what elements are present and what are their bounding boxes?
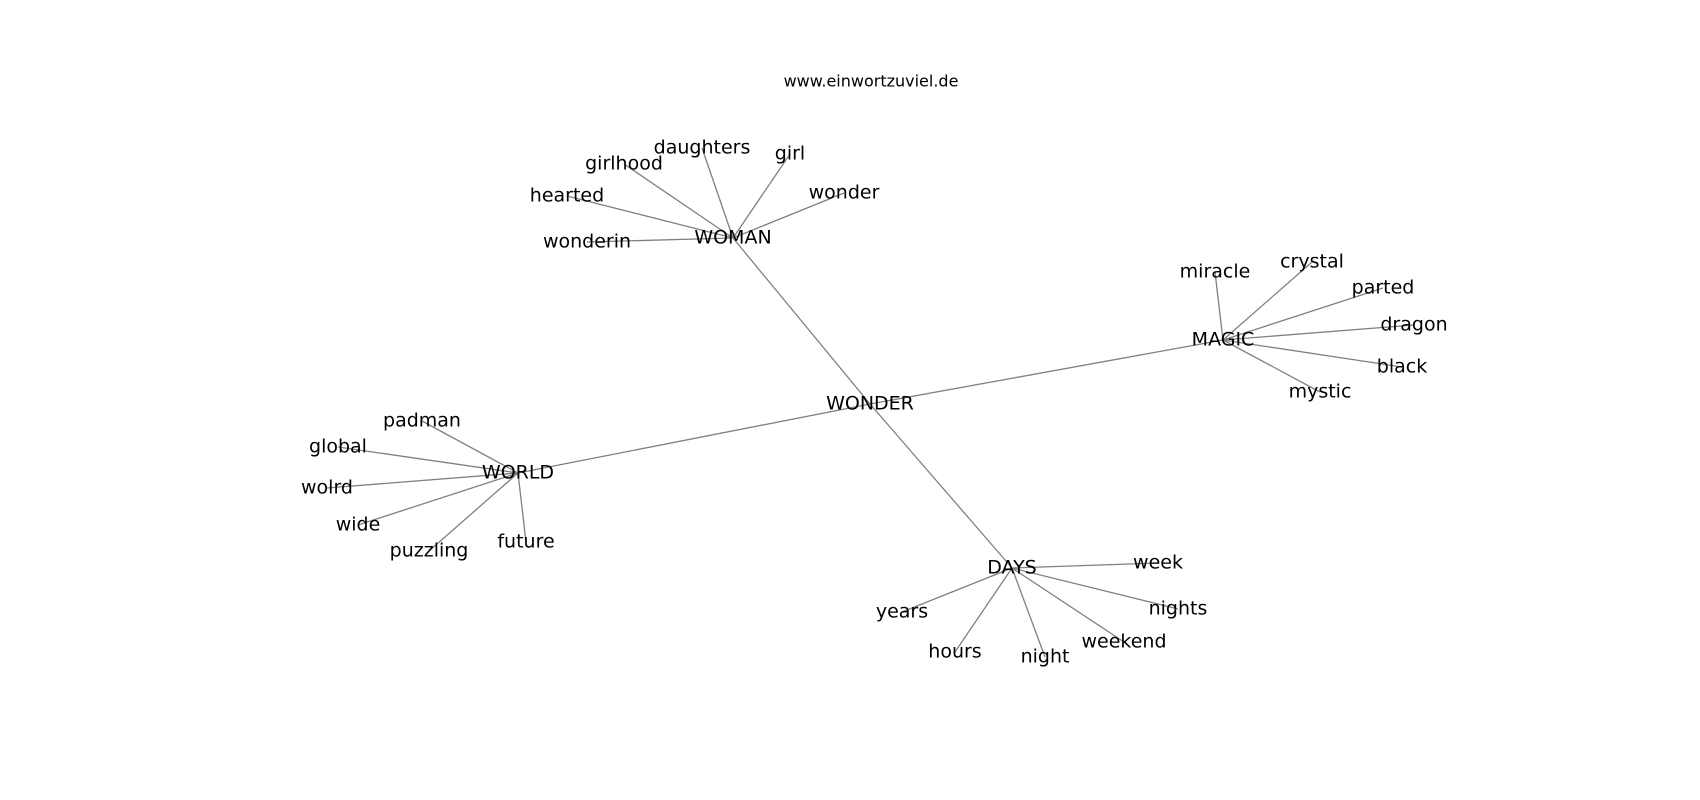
edge-center-world xyxy=(517,403,871,474)
edge-world-global xyxy=(337,446,519,474)
graph-labels: WONDER WOMAN wonderin hearted girlhooddaught… xyxy=(301,137,1448,668)
node-leaf-nights: nights xyxy=(1149,598,1208,620)
edge-woman-hearted xyxy=(566,195,734,239)
node-leaf-global: global xyxy=(309,436,367,458)
node-leaf-parted: parted xyxy=(1352,277,1415,299)
node-leaf-padman: padman xyxy=(383,410,461,432)
node-leaf-wonderin: wonderin xyxy=(543,231,631,253)
node-hub-magic: MAGIC xyxy=(1192,329,1255,351)
edge-magic-mystic xyxy=(1222,339,1321,393)
edge-days-weekend xyxy=(1011,567,1125,643)
edge-days-nights xyxy=(1011,567,1179,610)
node-leaf-mystic: mystic xyxy=(1289,381,1352,403)
node-leaf-week: week xyxy=(1133,552,1183,574)
edge-world-wolrd xyxy=(326,472,519,489)
edge-world-padman xyxy=(421,420,519,474)
edge-magic-black xyxy=(1222,339,1403,368)
edge-days-years xyxy=(901,567,1013,613)
edge-magic-crystal xyxy=(1222,261,1313,341)
node-leaf-wolrd: wolrd xyxy=(301,477,353,499)
edge-woman-wonder xyxy=(732,192,845,239)
edge-center-magic xyxy=(869,339,1224,405)
node-leaf-dragon: dragon xyxy=(1380,314,1447,336)
node-leaf-night: night xyxy=(1021,646,1070,668)
edge-world-wide xyxy=(357,472,519,526)
edge-woman-girl xyxy=(732,153,791,239)
edge-center-woman xyxy=(732,237,871,405)
edge-center-days xyxy=(869,403,1013,569)
node-leaf-wonder: wonder xyxy=(809,182,880,204)
edge-world-future xyxy=(517,472,527,543)
site-url: www.einwortzuviel.de xyxy=(784,72,959,91)
node-hub-woman: WOMAN xyxy=(694,227,771,249)
node-leaf-weekend: weekend xyxy=(1081,631,1166,653)
node-hub-days: DAYS xyxy=(987,557,1037,579)
node-leaf-future: future xyxy=(497,531,554,553)
node-leaf-hearted: hearted xyxy=(530,185,604,207)
node-hub-world: WORLD xyxy=(482,462,554,484)
node-leaf-crystal: crystal xyxy=(1280,251,1344,273)
edge-woman-daughters xyxy=(701,147,734,239)
edge-days-week xyxy=(1011,562,1159,569)
edge-magic-dragon xyxy=(1222,324,1415,341)
edge-world-puzzling xyxy=(428,472,519,552)
node-center-wonder: WONDER xyxy=(826,393,914,415)
node-leaf-hours: hours xyxy=(928,641,981,663)
node-leaf-girlhood: girlhood xyxy=(585,153,663,175)
edge-woman-wonderin xyxy=(586,237,734,243)
node-leaf-years: years xyxy=(876,601,928,623)
node-leaf-miracle: miracle xyxy=(1180,261,1251,283)
node-leaf-wide: wide xyxy=(336,514,381,536)
edge-days-hours xyxy=(954,567,1013,653)
node-leaf-black: black xyxy=(1377,356,1427,378)
node-leaf-girl: girl xyxy=(775,143,805,165)
edge-days-night xyxy=(1011,567,1046,658)
graph-edges xyxy=(326,147,1415,658)
edge-magic-miracle xyxy=(1214,271,1224,341)
node-leaf-puzzling: puzzling xyxy=(390,540,469,562)
edge-magic-parted xyxy=(1222,287,1384,341)
edge-woman-girlhood xyxy=(623,163,734,239)
node-leaf-daughters: daughters xyxy=(654,137,751,159)
